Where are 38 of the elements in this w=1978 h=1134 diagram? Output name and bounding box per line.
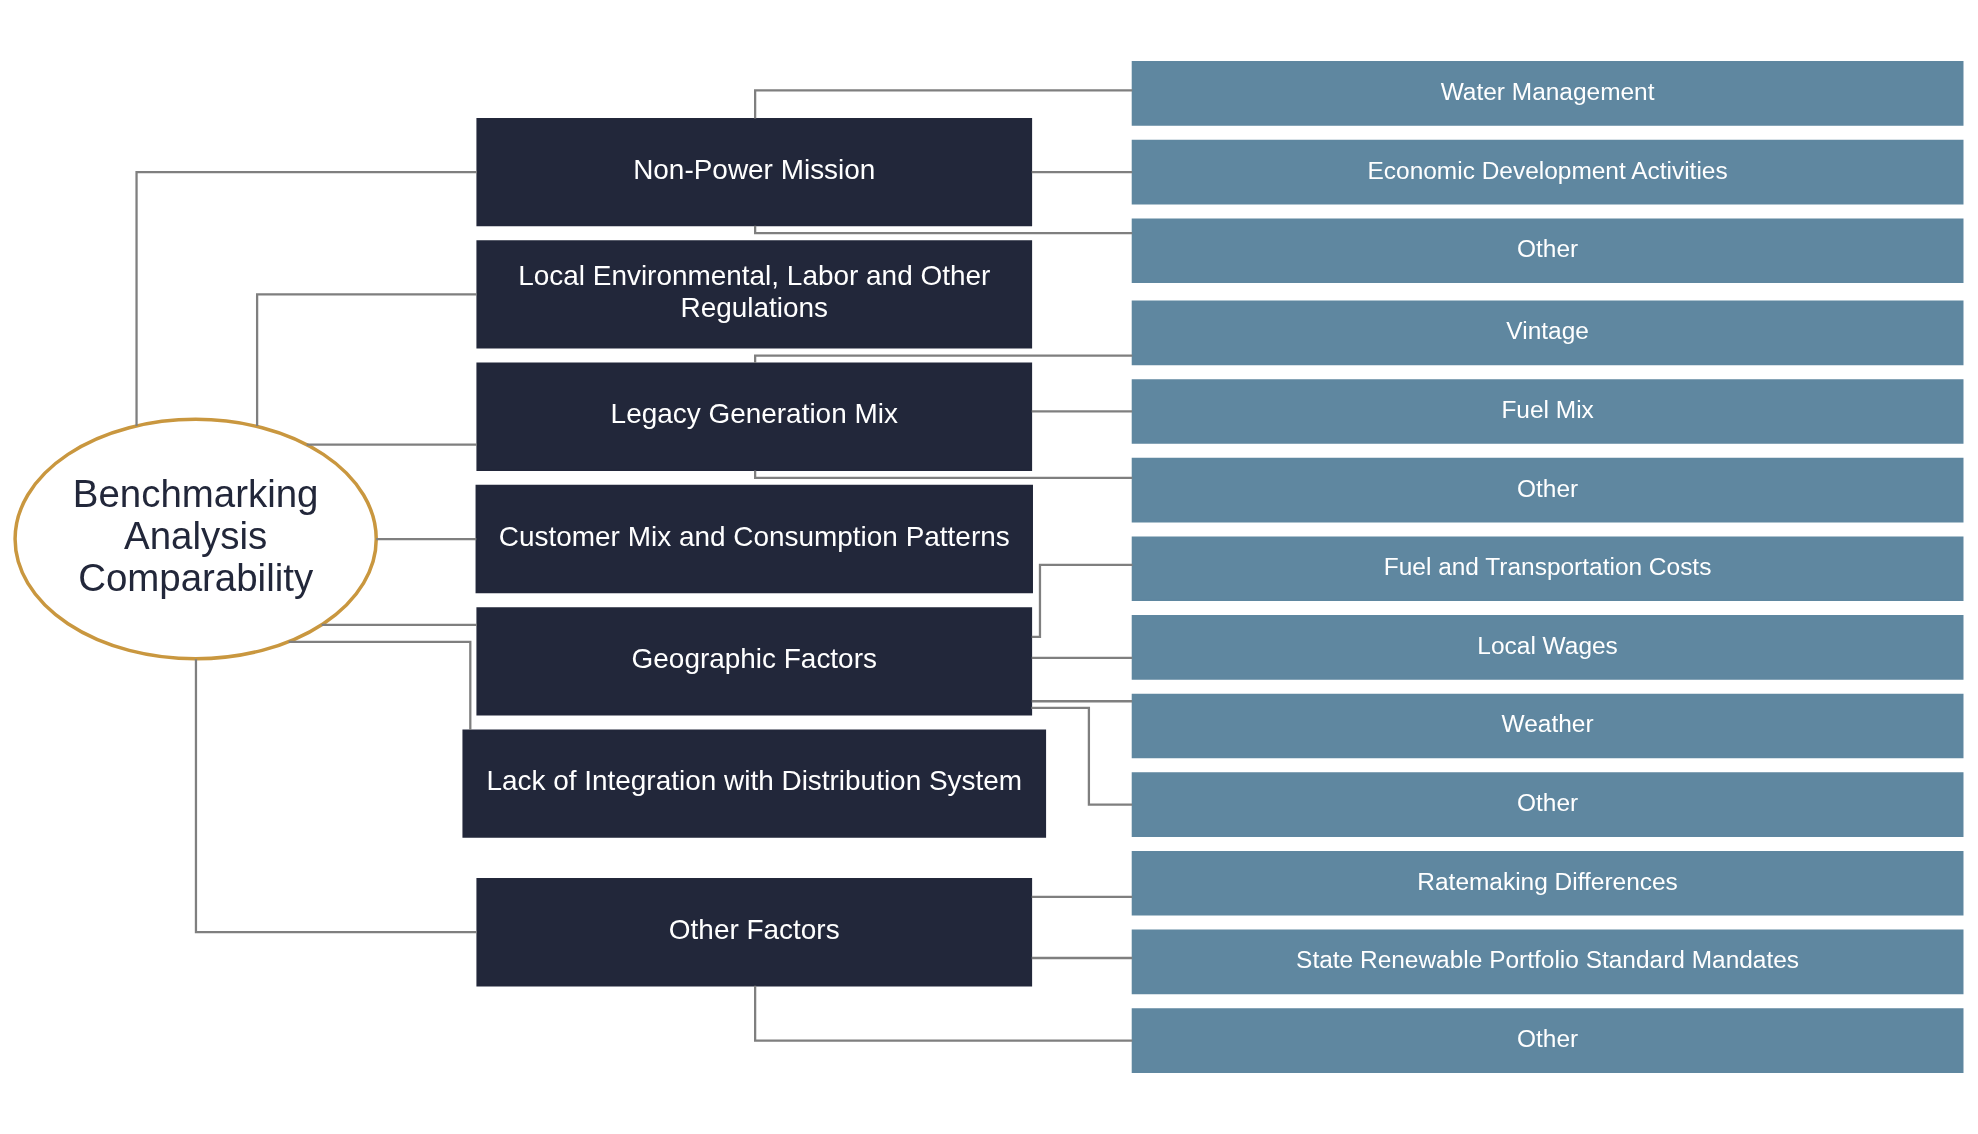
node-box: Customer Mix and Consumption Patterns bbox=[475, 484, 1033, 594]
node-box: Local Environmental, Labor and Other Regulations bbox=[476, 240, 1033, 349]
connector bbox=[754, 225, 1133, 235]
node-box: Non-Power Mission bbox=[476, 117, 1033, 227]
connector bbox=[288, 640, 472, 731]
node-box: Other Factors bbox=[476, 878, 1033, 987]
connector bbox=[1031, 706, 1133, 806]
node-box: Other bbox=[1131, 218, 1964, 284]
connector bbox=[306, 443, 477, 446]
node-ellipse: Benchmarking Analysis Comparability bbox=[13, 417, 378, 661]
connector bbox=[1031, 956, 1133, 960]
connector bbox=[1031, 563, 1133, 639]
node-box: Other bbox=[1131, 772, 1964, 837]
connector bbox=[1031, 700, 1133, 703]
connector bbox=[754, 985, 1133, 1042]
connector bbox=[321, 623, 477, 627]
node-box: Water Management bbox=[1131, 61, 1964, 126]
node-box: Local Wages bbox=[1131, 615, 1964, 680]
connector bbox=[135, 170, 477, 426]
node-box: Fuel and Transportation Costs bbox=[1131, 536, 1964, 602]
node-box: Vintage bbox=[1131, 300, 1964, 366]
connector bbox=[1031, 410, 1133, 413]
node-box: Economic Development Activities bbox=[1131, 139, 1964, 205]
node-box: Ratemaking Differences bbox=[1131, 850, 1964, 916]
connector bbox=[256, 293, 477, 427]
node-box: Lack of Integration with Distribution System bbox=[462, 729, 1047, 838]
connector bbox=[1031, 895, 1133, 898]
node-box: Weather bbox=[1131, 693, 1964, 759]
node-box: Legacy Generation Mix bbox=[476, 362, 1033, 471]
connector bbox=[1031, 656, 1133, 659]
node-box: Other bbox=[1131, 457, 1964, 523]
node-box: Geographic Factors bbox=[476, 607, 1033, 716]
connector bbox=[1031, 170, 1133, 174]
node-box: Other bbox=[1131, 1008, 1964, 1073]
node-box: State Renewable Portfolio Standard Mandates bbox=[1131, 929, 1964, 995]
connector bbox=[376, 537, 477, 541]
connector bbox=[194, 659, 477, 934]
node-box: Fuel Mix bbox=[1131, 379, 1964, 444]
